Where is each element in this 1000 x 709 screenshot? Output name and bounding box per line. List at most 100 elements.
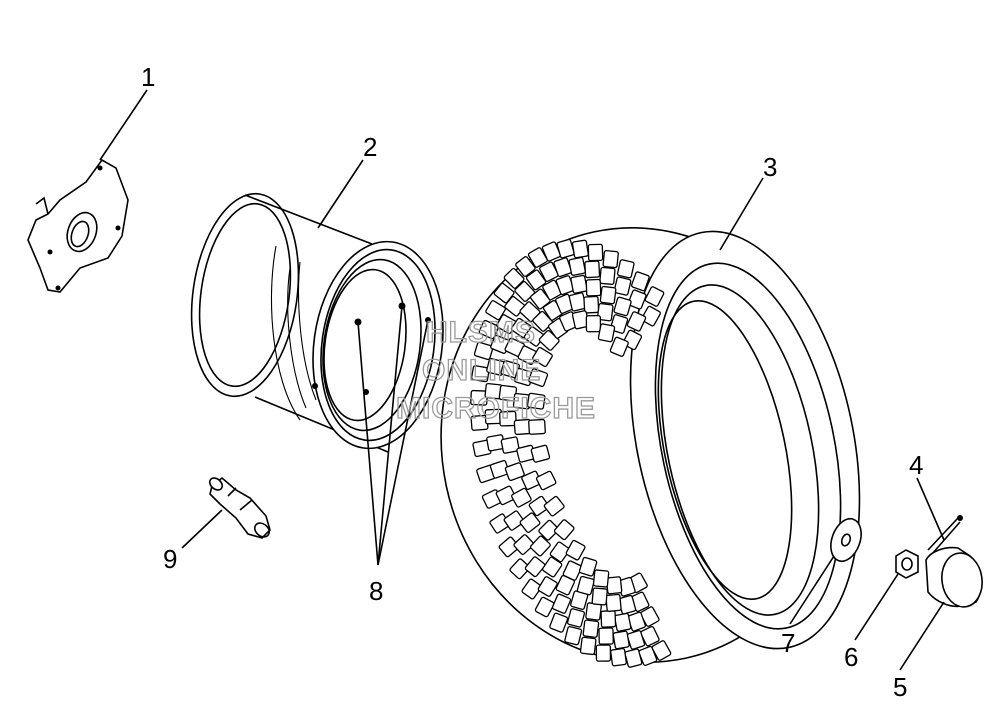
watermark-line-1: HLSMS (426, 316, 536, 349)
callout-6: 6 (844, 642, 858, 672)
tread-block (595, 644, 612, 662)
callout-4: 4 (909, 450, 923, 480)
tread-block (585, 314, 602, 333)
tread-block (519, 512, 541, 533)
part-2-wheel-rim (190, 192, 444, 453)
tread-block (585, 278, 602, 297)
tread-block (549, 612, 569, 633)
tread-block (598, 627, 614, 645)
tread-block (542, 556, 563, 578)
tread-block (503, 510, 525, 531)
tread-block (538, 519, 560, 541)
tread-block (515, 256, 536, 277)
tread-block (526, 392, 546, 410)
tread-block (498, 536, 520, 558)
tread-block (470, 365, 490, 383)
tread-block (525, 269, 547, 291)
tread-block (583, 295, 600, 314)
tread-block (602, 250, 619, 269)
tread-block (553, 519, 575, 541)
part-1-hub-flange (27, 158, 129, 293)
tread-block (592, 569, 610, 588)
tread-block (530, 535, 551, 557)
tread-block (599, 285, 617, 305)
tread-block (504, 462, 525, 482)
tread-block (535, 470, 557, 491)
tread-block (473, 341, 494, 361)
tread-block (549, 541, 571, 563)
tread-block (613, 612, 632, 632)
callout-7: 7 (781, 628, 795, 658)
callout-3: 3 (763, 152, 777, 182)
tread-block (528, 418, 546, 435)
tread-block (599, 266, 616, 285)
tread-block (597, 323, 616, 343)
tread-block (528, 495, 550, 517)
part-6-nut (895, 549, 919, 579)
tread-block (537, 576, 558, 597)
tread-block (543, 495, 565, 517)
tread-block (521, 578, 542, 600)
tread-block (566, 608, 586, 628)
tread-block (605, 593, 622, 612)
callout-labels: 1 2 3 4 5 6 7 8 9 (141, 62, 923, 702)
callout-8: 8 (369, 576, 383, 606)
tread-block (527, 247, 548, 268)
tread-block (626, 311, 647, 332)
tread-block (534, 596, 555, 618)
tread-block (551, 593, 572, 614)
tread-block (612, 630, 630, 650)
watermark-line-3: MICROFICHE (396, 392, 596, 425)
tread-block (584, 260, 601, 279)
tread-block (509, 558, 531, 580)
tread-block (528, 368, 549, 387)
callout-9: 9 (163, 544, 177, 574)
tread-block (570, 274, 588, 294)
part-7-washer (830, 517, 862, 563)
tread-block (511, 487, 532, 508)
tread-block (641, 305, 661, 327)
tread-block (579, 636, 597, 656)
tread-block (499, 410, 517, 427)
part-9-valve-stem (208, 476, 271, 539)
tread-block (564, 626, 583, 646)
callout-2: 2 (363, 132, 377, 162)
tread-block (587, 243, 604, 262)
tread-block (503, 267, 525, 289)
tread-block (609, 336, 629, 357)
watermark: HLSMS ONLINE MICROFICHE (395, 315, 596, 425)
tread-block (585, 602, 602, 621)
tread-block (613, 296, 632, 317)
tread-block (495, 485, 517, 506)
part-3-tire (440, 227, 861, 668)
tread-block (596, 302, 614, 322)
part-4-cotter-pin (927, 515, 963, 555)
tread-block (500, 436, 520, 454)
tread-block (582, 619, 600, 638)
tread-block (616, 259, 635, 279)
tread-block (478, 319, 499, 340)
tread-block (530, 444, 551, 463)
tread-block (571, 239, 589, 259)
tread-block (613, 276, 632, 296)
tread-block (562, 560, 583, 581)
tread-block (565, 539, 586, 561)
leader-lines (99, 89, 945, 671)
tread-block (532, 346, 553, 368)
part-5-hub-cap (925, 546, 983, 608)
tread-block (644, 286, 665, 307)
tread-block (576, 575, 595, 596)
tread-block (591, 587, 608, 606)
tread-block (624, 648, 643, 668)
tread-block (651, 640, 672, 661)
tread-block (631, 271, 650, 292)
watermark-line-2: ONLINE (422, 354, 541, 387)
callout-5: 5 (893, 672, 907, 702)
tread-block (578, 556, 598, 577)
callout-1: 1 (141, 62, 155, 92)
tread-block (485, 300, 506, 321)
tire-tread-blocks (470, 238, 672, 668)
tread-block (524, 556, 546, 578)
tread-block (600, 610, 617, 628)
